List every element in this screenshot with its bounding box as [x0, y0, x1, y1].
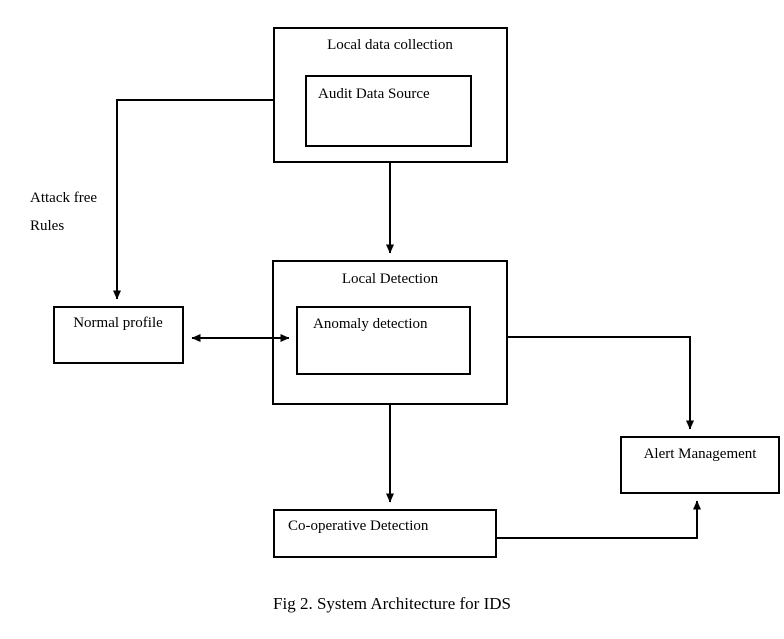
figure-caption: Fig 2. System Architecture for IDS	[273, 594, 511, 613]
node-label-anomaly-detection: Anomaly detection	[313, 316, 428, 332]
node-anomaly-detection[interactable]	[296, 306, 471, 375]
node-label-alert-management: Alert Management	[643, 446, 757, 462]
node-label-local-detection: Local Detection	[341, 271, 439, 287]
node-label-co-operative-detection: Co-operative Detection	[288, 518, 429, 534]
node-label-local-data-collection: Local data collection	[327, 37, 453, 53]
connector-co-operative-to-alert-management	[497, 500, 701, 539]
connector-local-detection-to-alert-management	[508, 336, 694, 430]
rules-label: Rules	[30, 218, 65, 234]
node-normal-profile[interactable]	[53, 306, 184, 364]
node-co-operative-detection[interactable]	[273, 509, 497, 558]
node-label-normal-profile: Normal profile	[73, 315, 163, 331]
node-audit-data-source[interactable]	[305, 75, 472, 147]
attack-free-label: Attack free	[30, 190, 98, 206]
node-local-detection[interactable]	[272, 260, 508, 405]
connector-collection-to-normal-profile	[113, 99, 273, 300]
node-label-audit-data-source: Audit Data Source	[318, 86, 430, 102]
node-alert-management[interactable]	[620, 436, 780, 494]
node-local-data-collection[interactable]	[273, 27, 508, 163]
